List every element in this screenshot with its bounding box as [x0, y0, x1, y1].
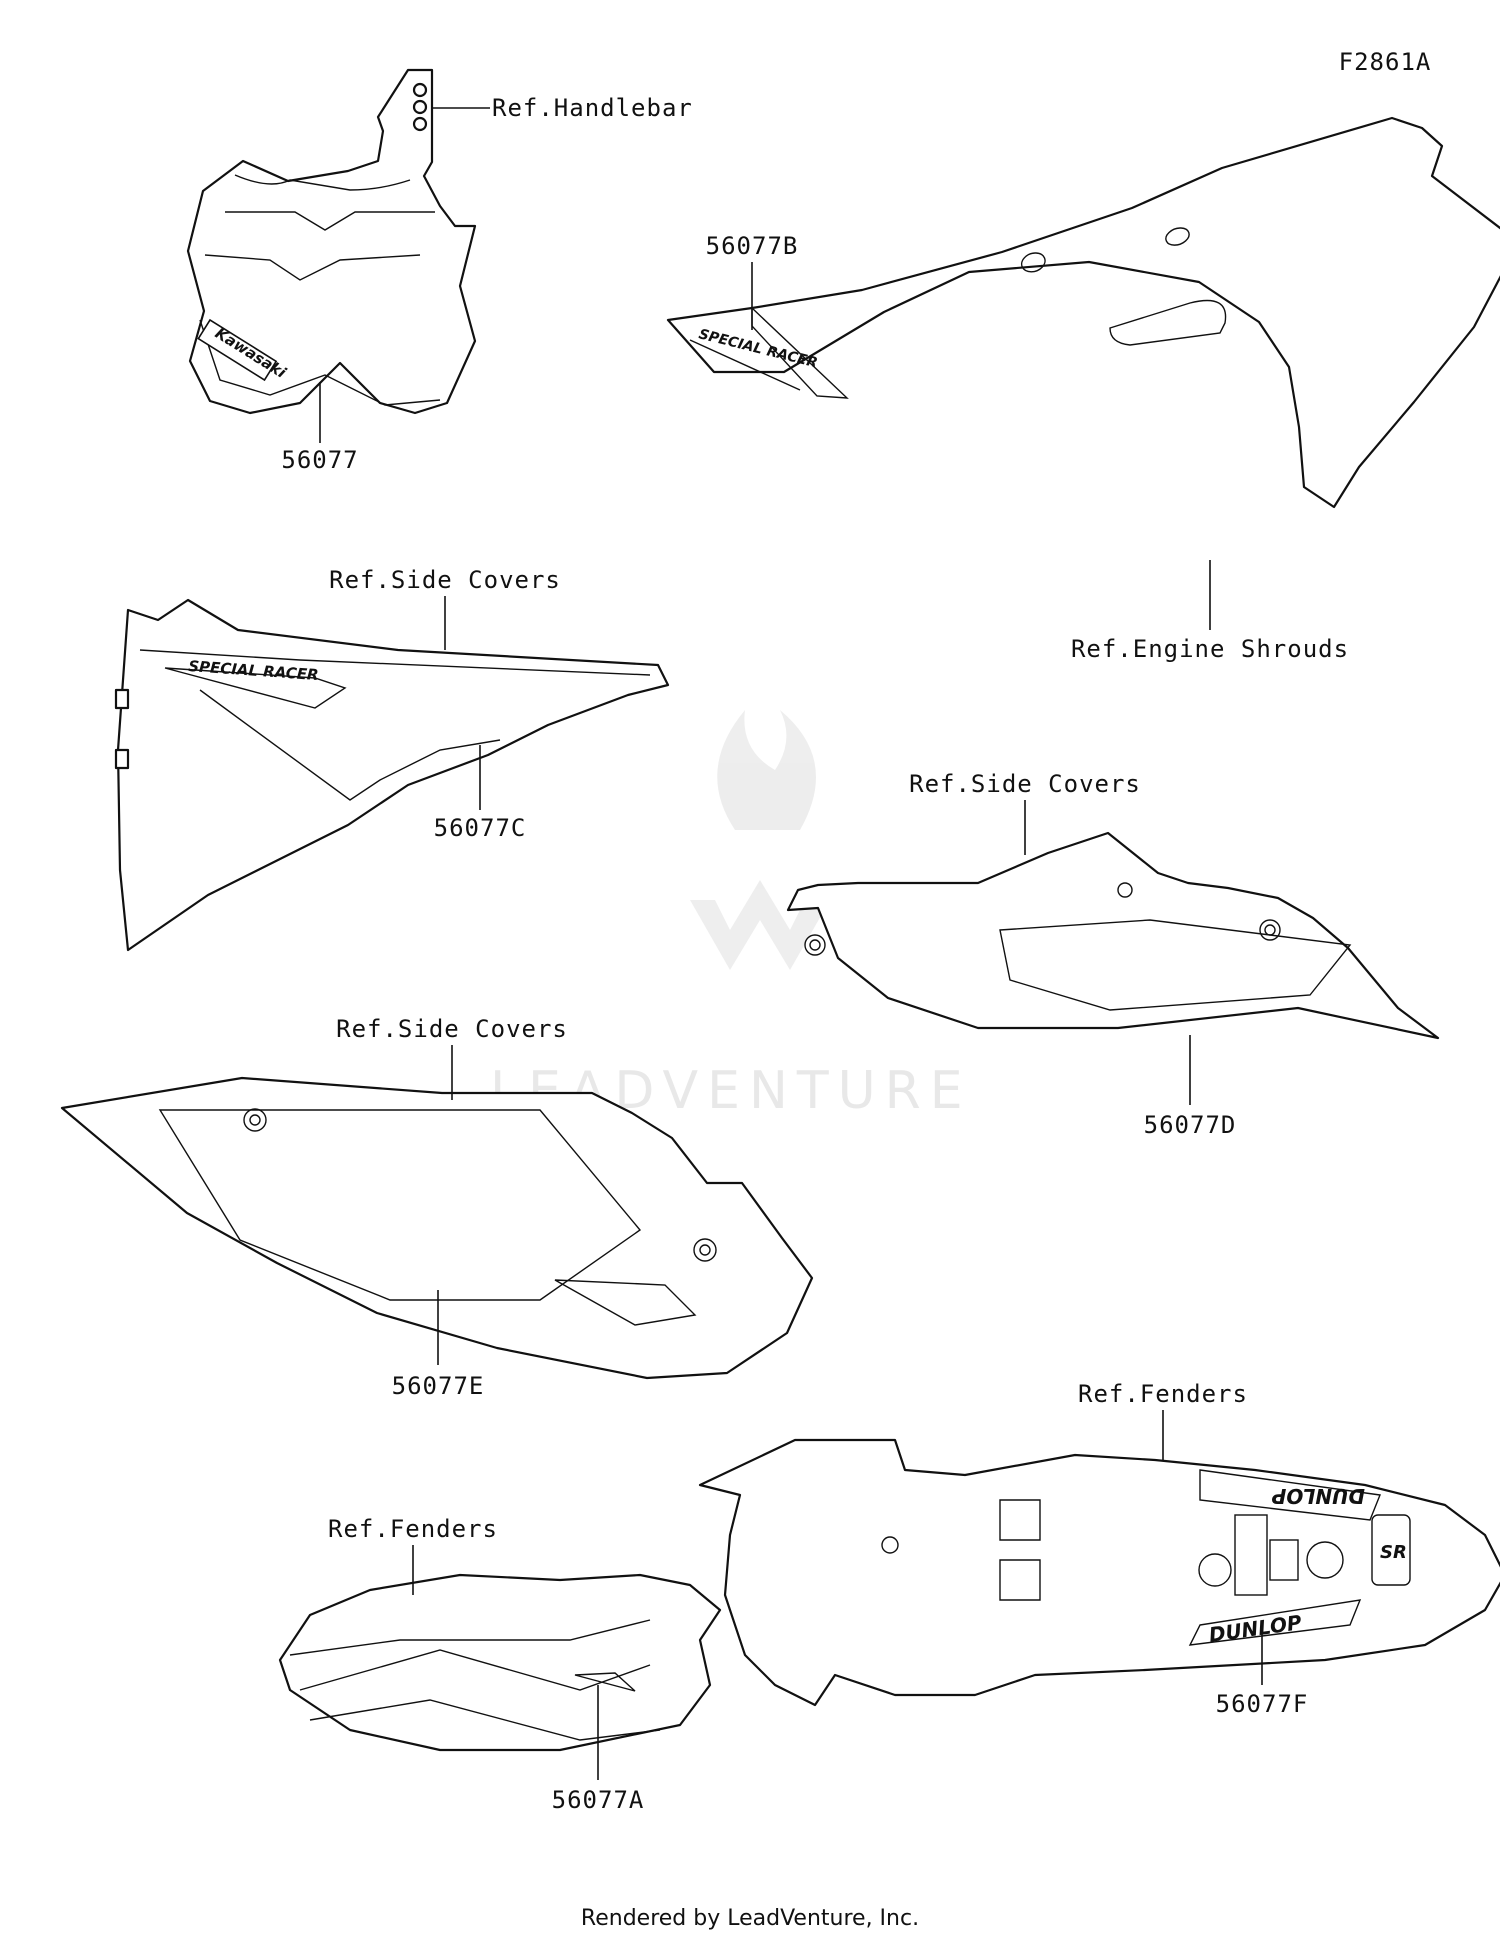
engine-shroud[interactable]: SPECIAL RACER 56077B Ref.Engine Shrouds — [666, 116, 1500, 663]
callout-ref-handlebar: Ref.Handlebar — [492, 94, 693, 122]
callout-ref-side-covers-right: Ref.Side Covers — [909, 770, 1141, 798]
dunlop-graphic-top: DUNLOP — [1271, 1484, 1365, 1508]
callout-ref-side-covers-rear: Ref.Side Covers — [336, 1015, 568, 1043]
number-plate[interactable]: Kawasaki Ref.Handlebar 56077 — [186, 68, 693, 474]
did-badge-icon — [1269, 1539, 1299, 1581]
left-side-cover[interactable]: SPECIAL RACER Ref.Side Covers 56077C — [114, 566, 670, 952]
callout-part-56077D[interactable]: 56077D — [1144, 1111, 1237, 1139]
callout-part-56077F[interactable]: 56077F — [1216, 1690, 1309, 1718]
sponsor-badge-icon — [1198, 1553, 1232, 1587]
sun-badge-icon — [1306, 1541, 1344, 1579]
callout-part-56077E[interactable]: 56077E — [392, 1372, 485, 1400]
callout-ref-fenders-rear: Ref.Fenders — [1078, 1380, 1248, 1408]
left-rear-side-cover[interactable]: Ref.Side Covers 56077E — [60, 1015, 814, 1400]
callout-part-56077C[interactable]: 56077C — [434, 814, 527, 842]
sponsor-strip-icon — [1234, 1514, 1268, 1596]
footer-credit: Rendered by LeadVenture, Inc. — [581, 1906, 919, 1931]
callout-ref-fenders-front: Ref.Fenders — [328, 1515, 498, 1543]
v-logo-icon — [690, 880, 830, 970]
figure-code: F2861A — [1339, 48, 1432, 76]
sr-logo: SR — [1380, 1542, 1407, 1563]
callout-part-56077B[interactable]: 56077B — [706, 232, 799, 260]
rear-fender[interactable]: DUNLOP DUNLOP SR Ref.Fenders 56077F — [698, 1380, 1500, 1718]
front-fender[interactable]: Ref.Fenders 56077A — [278, 1515, 722, 1814]
callout-ref-side-covers-left: Ref.Side Covers — [329, 566, 561, 594]
callout-part-56077A[interactable]: 56077A — [552, 1786, 645, 1814]
right-side-cover[interactable]: Ref.Side Covers 56077D — [786, 770, 1440, 1139]
callout-ref-engine-shrouds: Ref.Engine Shrouds — [1071, 635, 1349, 663]
callout-part-56077[interactable]: 56077 — [281, 446, 358, 474]
flame-logo-icon — [717, 710, 816, 830]
